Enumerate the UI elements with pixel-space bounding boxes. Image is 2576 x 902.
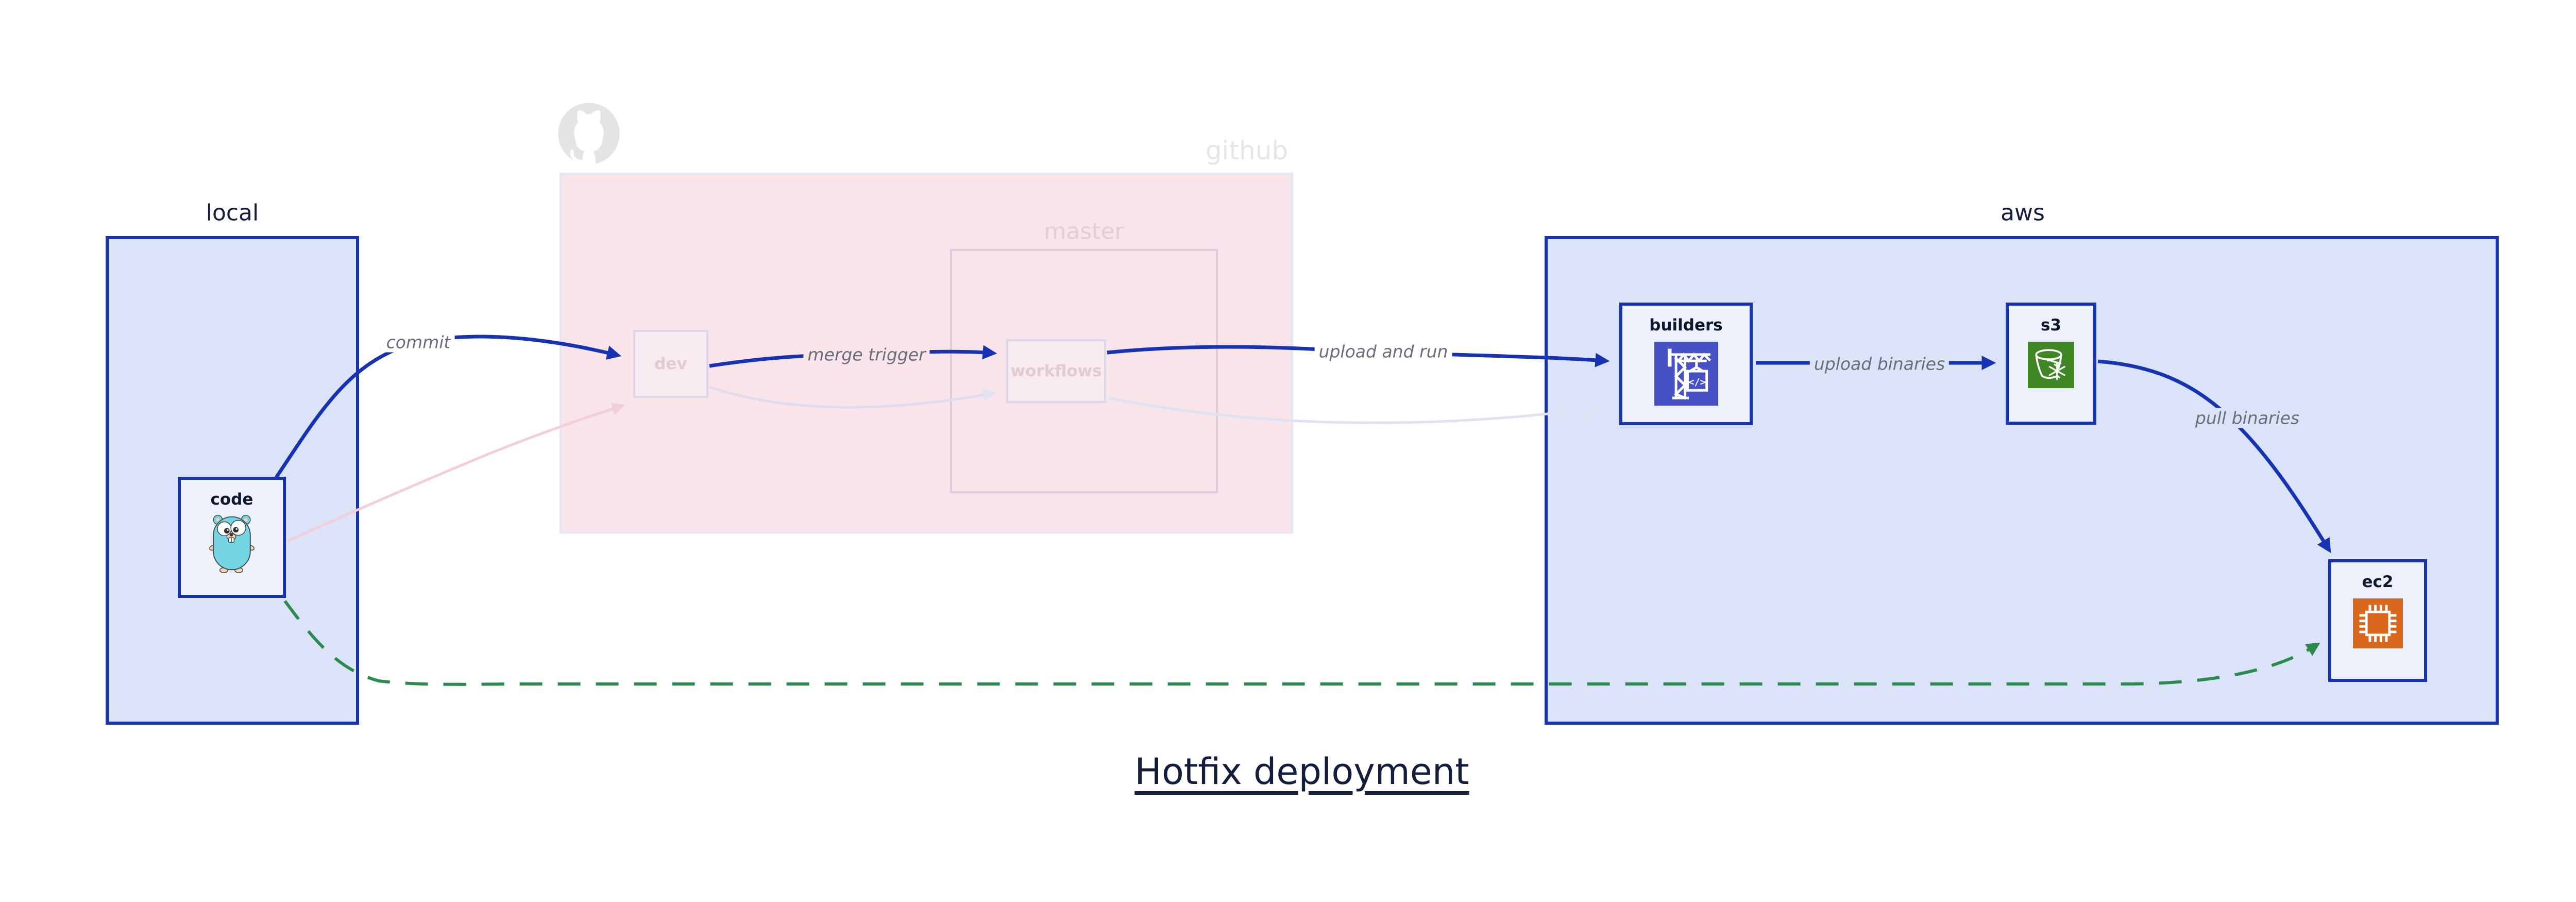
node-code-label: code	[210, 490, 253, 509]
node-s3-label: s3	[2040, 316, 2062, 335]
codebuild-crane-icon: </>	[1654, 342, 1718, 406]
upload-and-run-edge-label: upload and run	[1314, 341, 1452, 362]
s3-glacier-bucket-icon	[2028, 342, 2074, 388]
aws-group-label: aws	[2001, 199, 2045, 226]
hotfix-dashed-arrow	[283, 600, 2320, 686]
go-gopher-icon	[209, 515, 255, 573]
node-ec2-label: ec2	[2362, 573, 2394, 591]
commit-edge-label: commit	[382, 332, 455, 353]
github-group-label: github	[1205, 136, 1289, 165]
node-s3: s3	[2006, 303, 2096, 425]
pull-binaries-edge-label: pull binaries	[2191, 408, 2304, 428]
node-workflows-label: workflows	[1010, 362, 1102, 380]
pull-binaries-arrow	[2097, 359, 2331, 554]
node-code: code	[178, 477, 286, 598]
diagram-title: Hotfix deployment	[1134, 750, 1469, 793]
node-dev-label: dev	[654, 355, 687, 373]
ghost-code-to-dev-arrow	[286, 403, 625, 543]
node-builders: builders </>	[1619, 303, 1753, 425]
master-group-box	[950, 249, 1218, 493]
ghost-dev-to-workflows-arrow	[709, 386, 996, 409]
github-octocat-icon	[558, 103, 620, 165]
ghost-workflows-to-builders-arrow	[1108, 396, 1600, 424]
code-glyph: </>	[1688, 377, 1706, 388]
commit-arrow	[274, 335, 622, 479]
node-builders-label: builders	[1649, 316, 1723, 335]
upload-binaries-edge-label: upload binaries	[1809, 354, 1950, 374]
node-ec2: ec2	[2328, 559, 2427, 682]
node-workflows: workflows	[1006, 339, 1106, 403]
master-group-label: master	[1044, 218, 1124, 245]
local-group-label: local	[206, 199, 259, 226]
merge-trigger-edge-label: merge trigger	[803, 344, 930, 365]
ec2-chip-icon	[2352, 598, 2403, 648]
node-dev: dev	[633, 330, 708, 398]
